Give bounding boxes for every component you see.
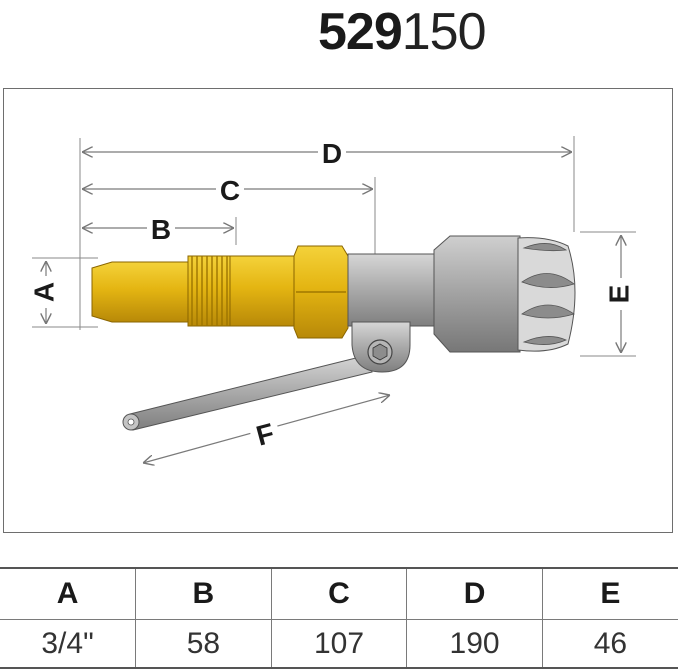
header-a: A [0, 567, 137, 620]
table-header-row: A B C D E [0, 567, 678, 620]
value-c: 107 [270, 619, 408, 669]
product-code-suffix: 150 [401, 3, 487, 61]
product-code-title: 529150 [318, 3, 487, 61]
label-a: A [28, 282, 59, 302]
label-c: C [220, 175, 240, 206]
header-c: C [270, 567, 408, 620]
label-b: B [151, 214, 171, 245]
valve-dimension-diagram: D C B A E F [28, 136, 637, 560]
value-a: 3/4" [0, 619, 137, 669]
steel-body [347, 253, 435, 327]
dimensions-table: A B C D E 3/4" 58 107 190 46 [0, 567, 678, 669]
brass-body [229, 255, 301, 327]
header-b: B [135, 567, 272, 620]
brass-tip [91, 261, 189, 323]
label-d: D [322, 138, 342, 169]
table-row: 3/4" 58 107 190 46 [0, 619, 678, 669]
value-b: 58 [135, 619, 272, 669]
valve-body [91, 235, 576, 431]
header-e: E [541, 567, 678, 620]
dimension-labels: D C B A E F [28, 136, 637, 454]
cap-base [433, 235, 521, 353]
value-d: 190 [406, 619, 543, 669]
label-e: E [603, 285, 634, 304]
product-code-prefix: 529 [318, 3, 403, 61]
value-e: 46 [541, 619, 678, 669]
header-d: D [406, 567, 543, 620]
knurled-head [517, 237, 576, 352]
lever-arm [129, 354, 373, 431]
brass-thread [187, 255, 231, 327]
